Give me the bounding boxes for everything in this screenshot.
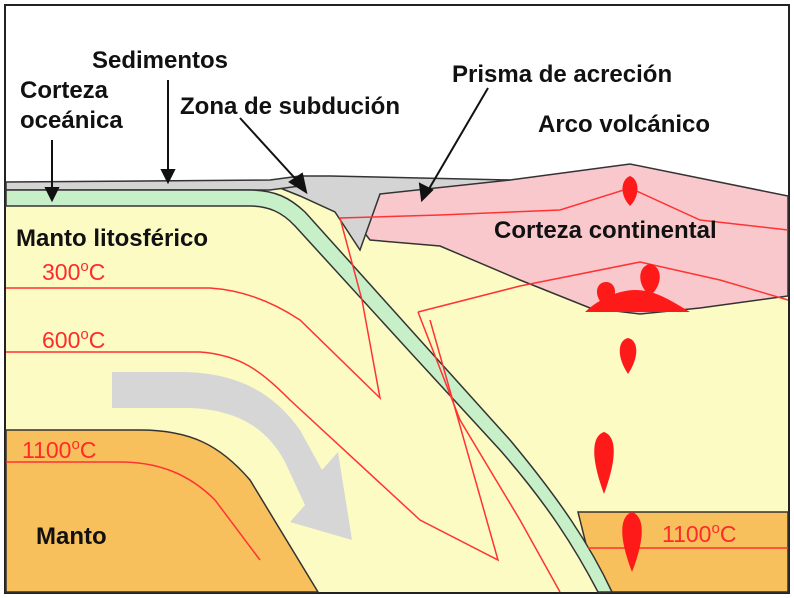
temp-label-1100-right: 1100oC <box>662 520 736 547</box>
arrowhead-corteza-oceanica <box>44 187 60 203</box>
arrowhead-sedimentos <box>160 169 176 185</box>
pointer-zona-subducion <box>239 117 303 187</box>
temp-degree: o <box>80 326 88 343</box>
temp-degree: o <box>711 520 719 537</box>
mantle-flow-arrow <box>112 372 352 540</box>
isotherm-descending <box>417 311 561 593</box>
oceanic-crust-slab <box>5 189 614 593</box>
temp-unit: C <box>720 521 737 547</box>
temp-label-300: 300oC <box>42 258 105 285</box>
temp-unit: C <box>89 327 106 353</box>
label-corteza-oceanica-line1: Corteza <box>20 77 109 104</box>
isotherm-crust-lower <box>417 261 789 313</box>
temp-label-600: 600oC <box>42 326 105 353</box>
label-manto: Manto <box>36 523 107 550</box>
temp-value: 1100 <box>22 437 71 463</box>
label-zona-subducion: Zona de subdución <box>180 93 400 120</box>
temp-value: 300 <box>42 259 80 285</box>
magma-droplet <box>640 264 660 296</box>
accretionary-prism <box>267 175 511 252</box>
arrowhead-prisma-acrecion <box>418 182 434 203</box>
magma-droplet <box>622 512 642 572</box>
magma-bodies <box>585 176 690 572</box>
label-corteza-continental: Corteza continental <box>494 217 717 244</box>
temp-label-1100-left: 1100oC <box>22 436 96 463</box>
mantle-region-left <box>5 429 320 593</box>
temp-degree: o <box>80 258 88 275</box>
label-prisma-acrecion: Prisma de acreción <box>452 61 672 88</box>
isotherm-300 <box>6 217 382 401</box>
magma-droplet <box>594 432 614 494</box>
pointer-prisma-acrecion <box>425 87 489 195</box>
magma-droplet <box>619 338 637 374</box>
temp-degree: o <box>71 436 79 453</box>
temp-unit: C <box>89 259 106 285</box>
isotherm-1100-left <box>6 461 261 561</box>
label-sedimentos: Sedimentos <box>92 47 228 74</box>
magma-droplet <box>622 176 638 206</box>
label-corteza-oceanica-line2: oceánica <box>20 107 123 134</box>
label-arco-volcanico: Arco volcánico <box>538 111 710 138</box>
temp-value: 1100 <box>662 521 711 547</box>
label-manto-litosferico: Manto litosférico <box>16 225 208 252</box>
temp-value: 600 <box>42 327 80 353</box>
temp-unit: C <box>80 437 97 463</box>
arrowhead-zona-subducion <box>288 172 308 195</box>
isotherm-crust-upper <box>339 187 789 231</box>
pointer-lines <box>44 80 489 203</box>
magma-droplet <box>596 282 616 308</box>
isotherm-600 <box>6 319 500 562</box>
isotherm-lines <box>6 187 789 593</box>
